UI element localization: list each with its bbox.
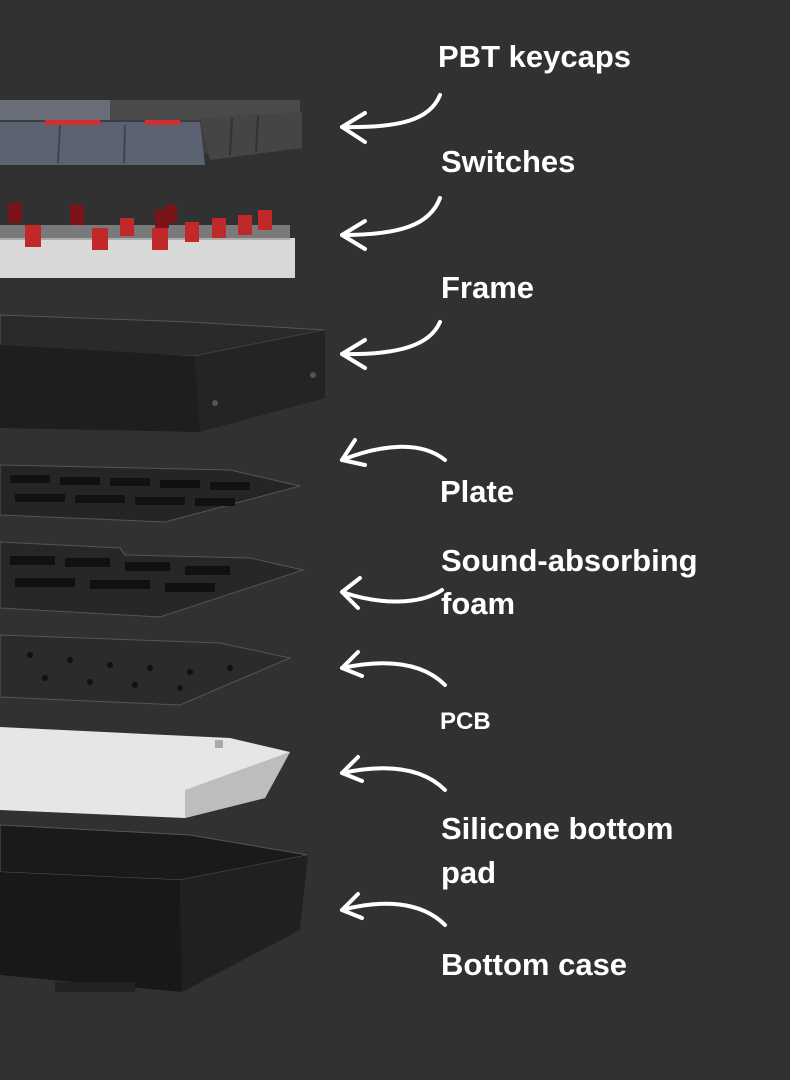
label-foam-line1: Sound-absorbing	[441, 543, 698, 578]
arrow-bottom-case-icon	[340, 892, 447, 927]
keycaps-layer	[0, 100, 302, 165]
arrow-frame-icon	[340, 320, 442, 370]
frame-layer	[0, 314, 326, 432]
silicone-pad-layer	[0, 727, 290, 818]
label-foam-line2: foam	[441, 586, 516, 621]
arrow-plate-icon	[340, 438, 447, 467]
plate-layer	[0, 464, 301, 523]
arrow-keycaps-icon	[340, 93, 442, 144]
arrow-pcb-icon	[340, 650, 447, 687]
label-pad-line2: pad	[441, 855, 497, 890]
arrow-foam-icon	[340, 576, 444, 610]
label-pcb: PCB	[440, 708, 491, 735]
label-frame: Frame	[441, 270, 535, 305]
label-pad-line1: Silicone bottom	[441, 811, 674, 846]
label-bottom-case: Bottom case	[441, 947, 628, 982]
arrow-switches-icon	[340, 196, 442, 251]
bottom-case-layer	[0, 824, 309, 992]
label-plate: Plate	[440, 474, 515, 509]
label-switches: Switches	[441, 144, 576, 179]
arrow-pad-icon	[340, 755, 447, 792]
pcb-layer	[0, 634, 292, 706]
foam-layer	[0, 541, 305, 618]
label-keycaps: PBT keycaps	[438, 39, 631, 74]
switches-layer	[0, 203, 295, 278]
